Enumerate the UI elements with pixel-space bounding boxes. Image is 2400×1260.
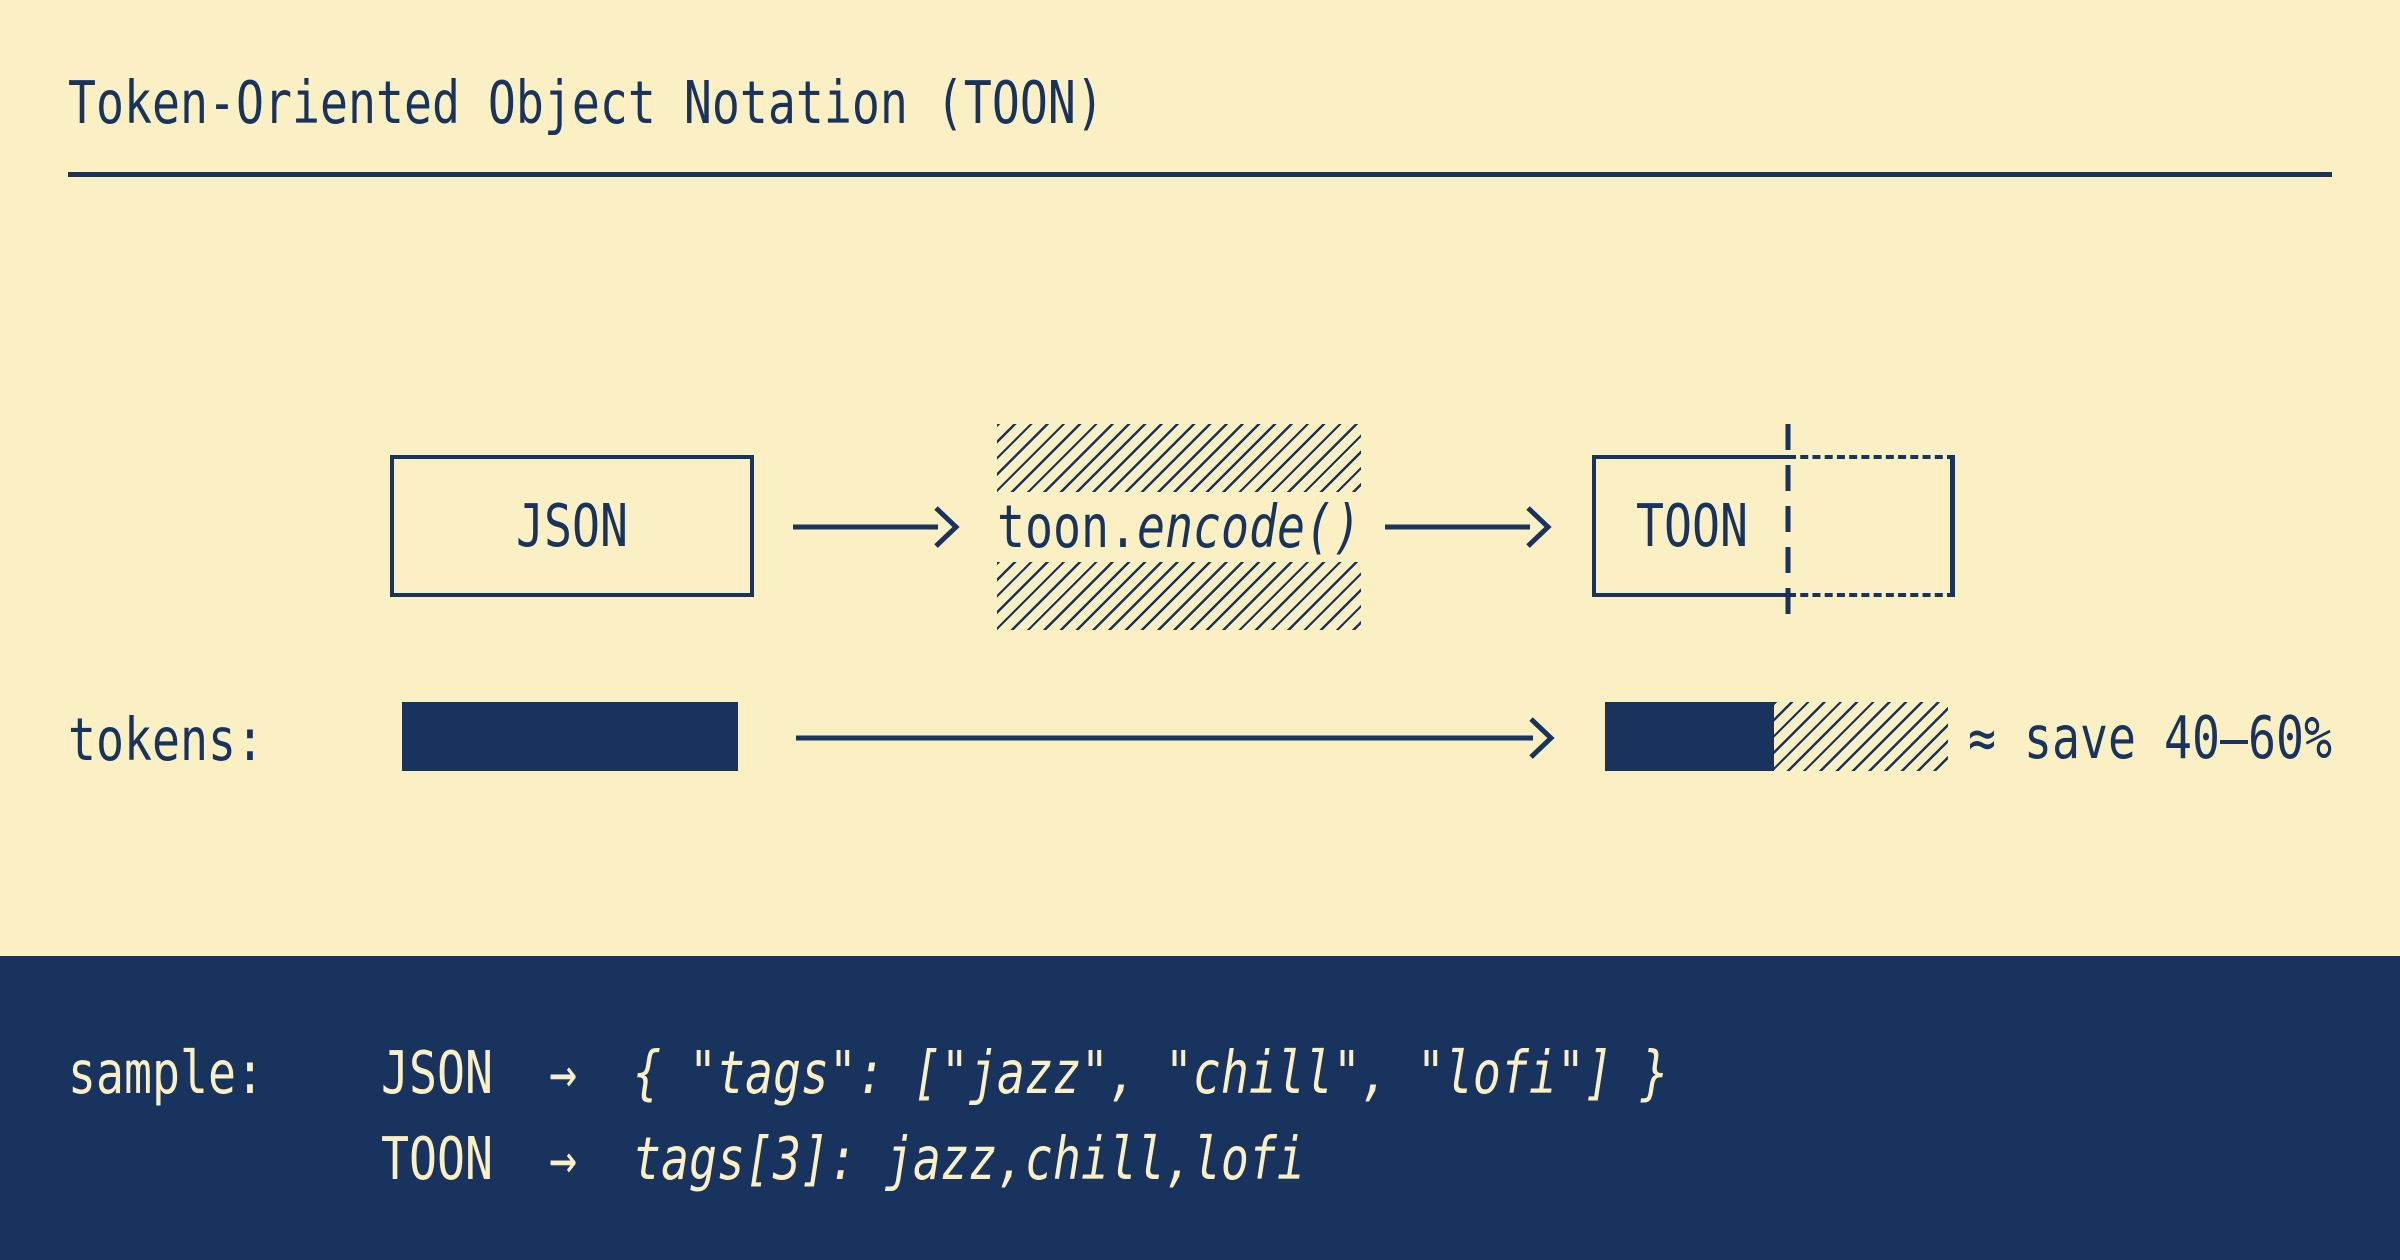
hatch-band-top (997, 424, 1361, 492)
flow-arrow-icon (793, 506, 960, 548)
flow-arrow-icon (1385, 506, 1552, 548)
toon-token-bar-saved (1774, 702, 1948, 771)
json-input-box: JSON (390, 455, 754, 597)
page-title: Token-Oriented Object Notation (TOON) (68, 60, 1104, 146)
sample-row-json: JSON → { "tags": ["jazz", "chill", "lofi… (381, 1038, 1669, 1108)
sample-toon-format: TOON (381, 1124, 493, 1194)
sample-panel (0, 956, 2400, 1260)
tokens-arrow-icon (796, 717, 1555, 759)
encode-label-plain: toon. (997, 492, 1137, 562)
sample-row-toon: TOON → tags[3]: jazz,chill,lofi (381, 1124, 1305, 1194)
toon-output-box: TOON (1592, 455, 1788, 597)
sample-json-code: { "tags": ["jazz", "chill", "lofi"] } (632, 1038, 1669, 1108)
tokens-row-label: tokens: (68, 705, 264, 775)
savings-note: ≈ save 40–60% (1968, 703, 2332, 773)
toon-removed-portion-box (1788, 455, 1955, 597)
toon-token-bar-used (1605, 702, 1774, 771)
toon-output-box-label: TOON (1636, 491, 1748, 561)
encode-function-label: toon.encode() (997, 492, 1361, 562)
sample-json-format: JSON (381, 1038, 493, 1108)
page-title-text: Token-Oriented Object Notation (TOON) (68, 68, 1104, 138)
encode-label-italic: encode() (1137, 492, 1361, 562)
sample-toon-arrow: → (492, 1124, 633, 1194)
sample-toon-code: tags[3]: jazz,chill,lofi (632, 1124, 1305, 1194)
json-token-bar (402, 702, 738, 771)
sample-json-arrow: → (492, 1038, 633, 1108)
title-divider (68, 172, 2332, 177)
sample-label: sample: (68, 1038, 264, 1108)
hatch-band-bottom (997, 562, 1361, 630)
json-input-box-label: JSON (516, 491, 628, 561)
